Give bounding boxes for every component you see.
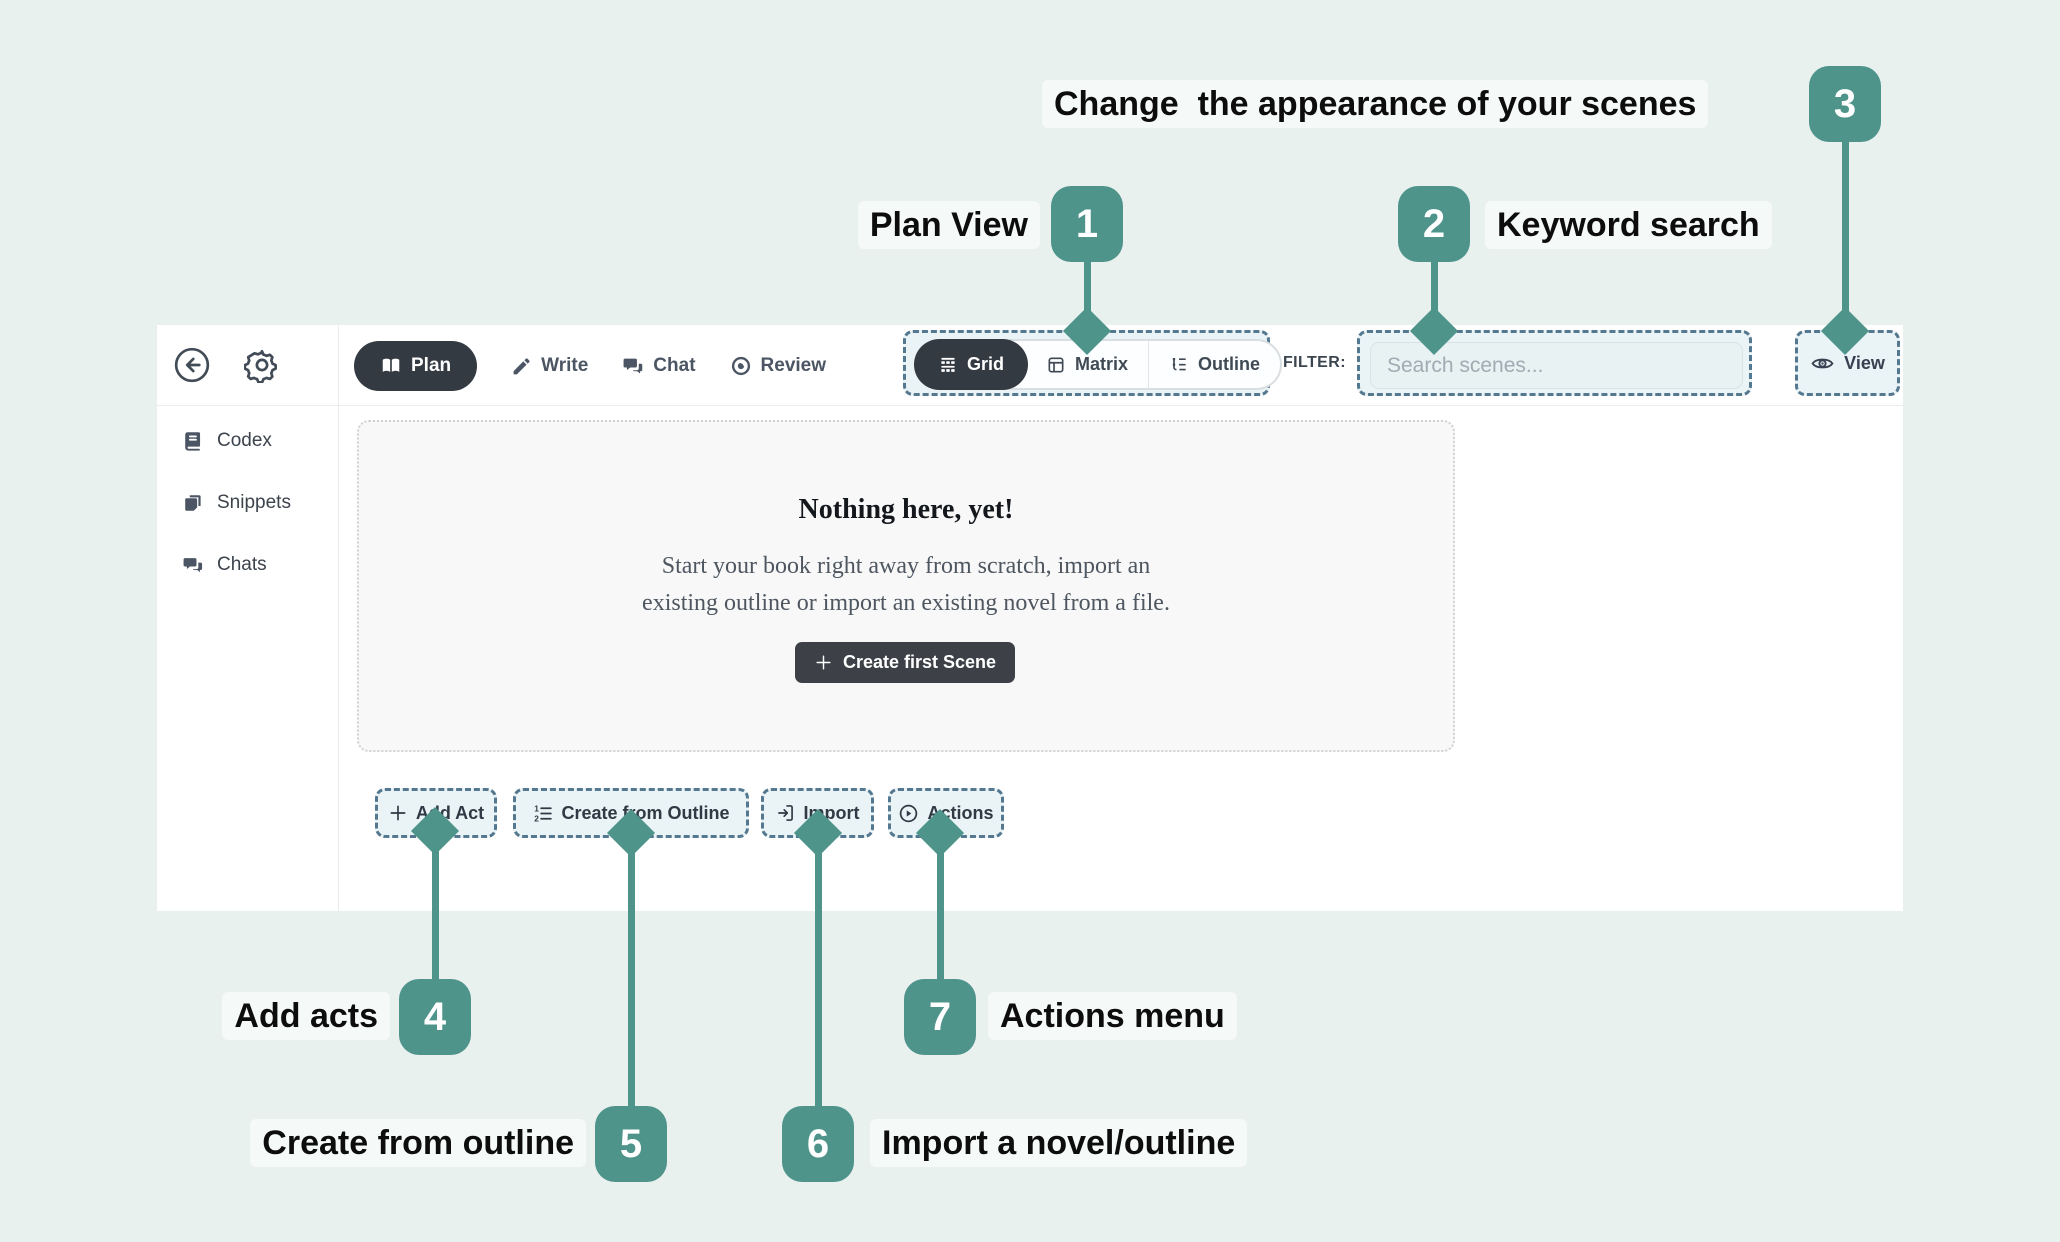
badge-5: 5: [595, 1106, 667, 1182]
main-tabs: Plan Write Chat: [354, 341, 826, 391]
import-document-icon: [776, 803, 796, 823]
codex-book-icon: [182, 430, 204, 452]
snippets-icon: [182, 492, 204, 514]
badge-1: 1: [1051, 186, 1123, 262]
sidebar-item-chats-label: Chats: [217, 554, 267, 575]
create-from-outline-label: Create from Outline: [561, 802, 730, 823]
sidebar-item-codex[interactable]: Codex: [157, 424, 338, 458]
annotation-appearance: Change the appearance of your scenes: [1042, 80, 1709, 128]
create-first-scene-label: Create first Scene: [842, 652, 997, 672]
badge-4: 4: [399, 979, 471, 1055]
create-first-scene-button[interactable]: Create first Scene: [795, 642, 1015, 683]
badge-6: 6: [782, 1106, 854, 1182]
chat-bubbles-icon: [622, 355, 644, 377]
back-arrow-icon: [173, 346, 211, 384]
tab-write-label: Write: [541, 355, 589, 376]
tab-plan-label: Plan: [411, 355, 452, 376]
view-mode-outline-label: Outline: [1198, 354, 1261, 374]
empty-state-body-line1: Start your book right away from scratch,…: [661, 553, 1151, 579]
sidebar-item-codex-label: Codex: [217, 430, 272, 451]
svg-text:1: 1: [535, 803, 540, 813]
annotation-add-acts: Add acts: [222, 992, 390, 1040]
badge-2: 2: [1398, 186, 1470, 262]
sidebar-item-snippets-label: Snippets: [217, 492, 291, 513]
view-mode-matrix[interactable]: Matrix: [1026, 341, 1148, 388]
annotation-keyword-search: Keyword search: [1485, 201, 1772, 249]
book-icon: [380, 355, 402, 377]
connector-line-2: [1431, 255, 1438, 318]
empty-state-body-line2: existing outline or import an existing n…: [642, 590, 1170, 616]
view-mode-control: Grid Matrix Outline: [914, 339, 1283, 390]
filter-label: FILTER:: [1283, 354, 1346, 371]
tab-review-label: Review: [760, 355, 827, 376]
annotation-create-from-outline: Create from outline: [250, 1119, 586, 1167]
badge-3: 3: [1809, 66, 1881, 142]
sidebar-divider: [338, 325, 339, 911]
connector-line-4: [432, 840, 439, 983]
outline-tree-icon: [1169, 355, 1189, 375]
view-mode-matrix-label: Matrix: [1075, 354, 1129, 374]
view-mode-grid[interactable]: Grid: [914, 339, 1029, 390]
connector-line-7: [937, 840, 944, 983]
sidebar: Codex Snippets Chats: [157, 406, 338, 582]
chats-icon: [182, 554, 204, 576]
sidebar-item-chats[interactable]: Chats: [157, 548, 338, 582]
toolbar: Plan Write Chat: [157, 325, 1903, 406]
svg-text:2: 2: [535, 813, 540, 823]
tab-chat-label: Chat: [653, 355, 696, 376]
annotation-actions-menu: Actions menu: [988, 992, 1237, 1040]
back-button[interactable]: [173, 346, 211, 384]
grid-icon: [938, 355, 958, 375]
view-mode-outline[interactable]: Outline: [1148, 341, 1280, 388]
gear-icon: [244, 347, 280, 383]
empty-state-card: Nothing here, yet! Start your book right…: [357, 420, 1455, 752]
plus-icon: [388, 803, 408, 823]
annotation-plan-view: Plan View: [857, 201, 1040, 249]
plus-icon: [814, 653, 833, 672]
sidebar-item-snippets[interactable]: Snippets: [157, 486, 338, 520]
view-button-label: View: [1844, 352, 1885, 373]
tab-plan[interactable]: Plan: [354, 341, 478, 391]
pencil-icon: [511, 356, 532, 377]
view-mode-grid-label: Grid: [967, 354, 1005, 374]
tab-chat[interactable]: Chat: [622, 355, 696, 377]
connector-line-3: [1842, 138, 1849, 318]
connector-line-6: [815, 842, 822, 1110]
search-box-highlight: [1357, 330, 1752, 396]
tab-write[interactable]: Write: [511, 355, 588, 377]
empty-state-title: Nothing here, yet!: [798, 494, 1014, 525]
connector-line-5: [628, 842, 635, 1110]
empty-state-body: Start your book right away from scratch,…: [359, 548, 1453, 622]
connector-line-1: [1084, 255, 1091, 318]
badge-7: 7: [904, 979, 976, 1055]
eye-icon: [1810, 351, 1835, 376]
matrix-table-icon: [1046, 355, 1066, 375]
annotation-import-novel: Import a novel/outline: [870, 1119, 1248, 1167]
view-mode-group: Grid Matrix Outline: [903, 330, 1283, 396]
settings-button[interactable]: [243, 346, 281, 384]
review-eye-icon: [730, 355, 752, 377]
play-circle-icon: [898, 803, 919, 824]
search-input[interactable]: [1370, 342, 1743, 389]
tab-review[interactable]: Review: [730, 355, 826, 377]
